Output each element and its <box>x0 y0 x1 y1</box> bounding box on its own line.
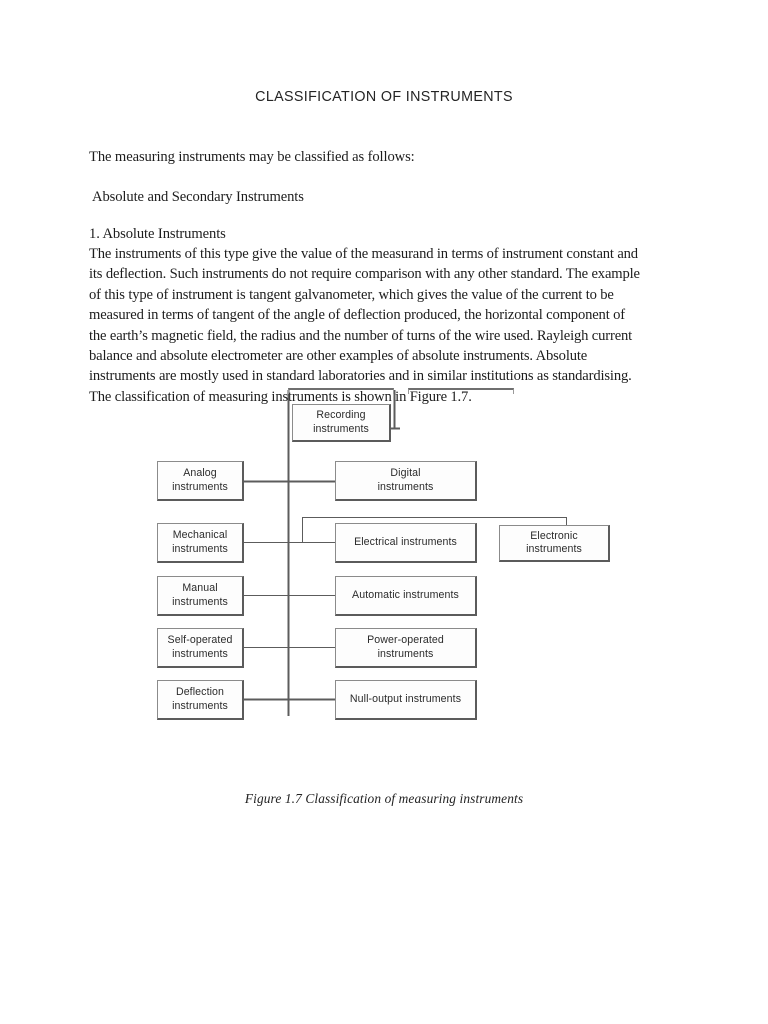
node-digital-instruments[interactable]: Digital instruments <box>335 461 477 501</box>
node-label-line1: Self-operated <box>167 634 233 647</box>
paragraph-line: The classification of measuring instrume… <box>89 388 472 405</box>
paragraph-line: the earth’s magnetic field, the radius a… <box>89 327 633 344</box>
paragraph-line: instruments are mostly used in standard … <box>89 368 632 385</box>
page-title: CLASSIFICATION OF INSTRUMENTS <box>255 89 513 105</box>
node-deflection-instruments[interactable]: Deflection instruments <box>157 680 244 720</box>
cutoff-box-top-left <box>288 388 394 394</box>
node-label-line1: Automatic instruments <box>352 588 459 601</box>
body-paragraph: The instruments of this type give the va… <box>89 244 681 407</box>
node-label-line1: Null-output instruments <box>349 692 462 705</box>
node-label-line2: instruments <box>377 647 434 660</box>
node-label-line1: Manual <box>182 582 218 595</box>
node-electrical-instruments[interactable]: Electrical instruments <box>335 523 477 563</box>
node-analog-instruments[interactable]: Analog instruments <box>157 461 244 501</box>
node-label-line2: instruments <box>172 595 228 608</box>
node-power-operated-instruments[interactable]: Power-operated instruments <box>335 628 477 668</box>
paragraph-line: measured in terms of tangent of the angl… <box>89 307 625 324</box>
node-label-line1: Electrical instruments <box>354 535 457 548</box>
node-label-line1: Mechanical <box>172 529 228 542</box>
node-self-operated-instruments[interactable]: Self-operated instruments <box>157 628 244 668</box>
node-label-line2: instruments <box>172 699 228 712</box>
node-label-line1: Digital <box>390 467 421 480</box>
node-label-line1: Electronic <box>530 529 578 542</box>
node-electronic-instruments[interactable]: Electronic instruments <box>499 525 610 562</box>
section-heading-absolute-instruments: 1. Absolute Instruments <box>89 226 226 242</box>
node-mechanical-instruments[interactable]: Mechanical instruments <box>157 523 244 563</box>
figure-caption: Figure 1.7 Classification of measuring i… <box>244 791 524 806</box>
node-label-line2: instruments <box>526 543 582 555</box>
node-automatic-instruments[interactable]: Automatic instruments <box>335 576 477 616</box>
node-label-line1: Power-operated <box>367 634 444 647</box>
paragraph-line: The instruments of this type give the va… <box>89 246 638 262</box>
intro-sentence: The measuring instruments may be classif… <box>89 149 415 165</box>
subheading-absolute-and-secondary: Absolute and Secondary Instruments <box>92 189 304 205</box>
node-null-output-instruments[interactable]: Null-output instruments <box>335 680 477 720</box>
node-label-line2: instruments <box>313 422 369 435</box>
paragraph-line: of this type of instrument is tangent ga… <box>89 286 614 303</box>
node-label-line2: instruments <box>377 480 434 493</box>
node-label-line1: Analog <box>183 467 217 480</box>
paragraph-line: balance and absolute electrometer are ot… <box>89 348 588 365</box>
node-label-line1: Recording <box>316 409 366 422</box>
cutoff-box-top-right <box>408 388 514 394</box>
node-recording-instruments[interactable]: Recording instruments <box>292 404 391 442</box>
node-label-line2: instruments <box>172 542 228 555</box>
node-label-line1: Deflection <box>175 686 225 699</box>
node-label-line2: instruments <box>172 480 228 493</box>
node-label-line2: instruments <box>172 647 228 660</box>
node-manual-instruments[interactable]: Manual instruments <box>157 576 244 616</box>
paragraph-line: its deflection. Such instruments do not … <box>89 266 640 283</box>
